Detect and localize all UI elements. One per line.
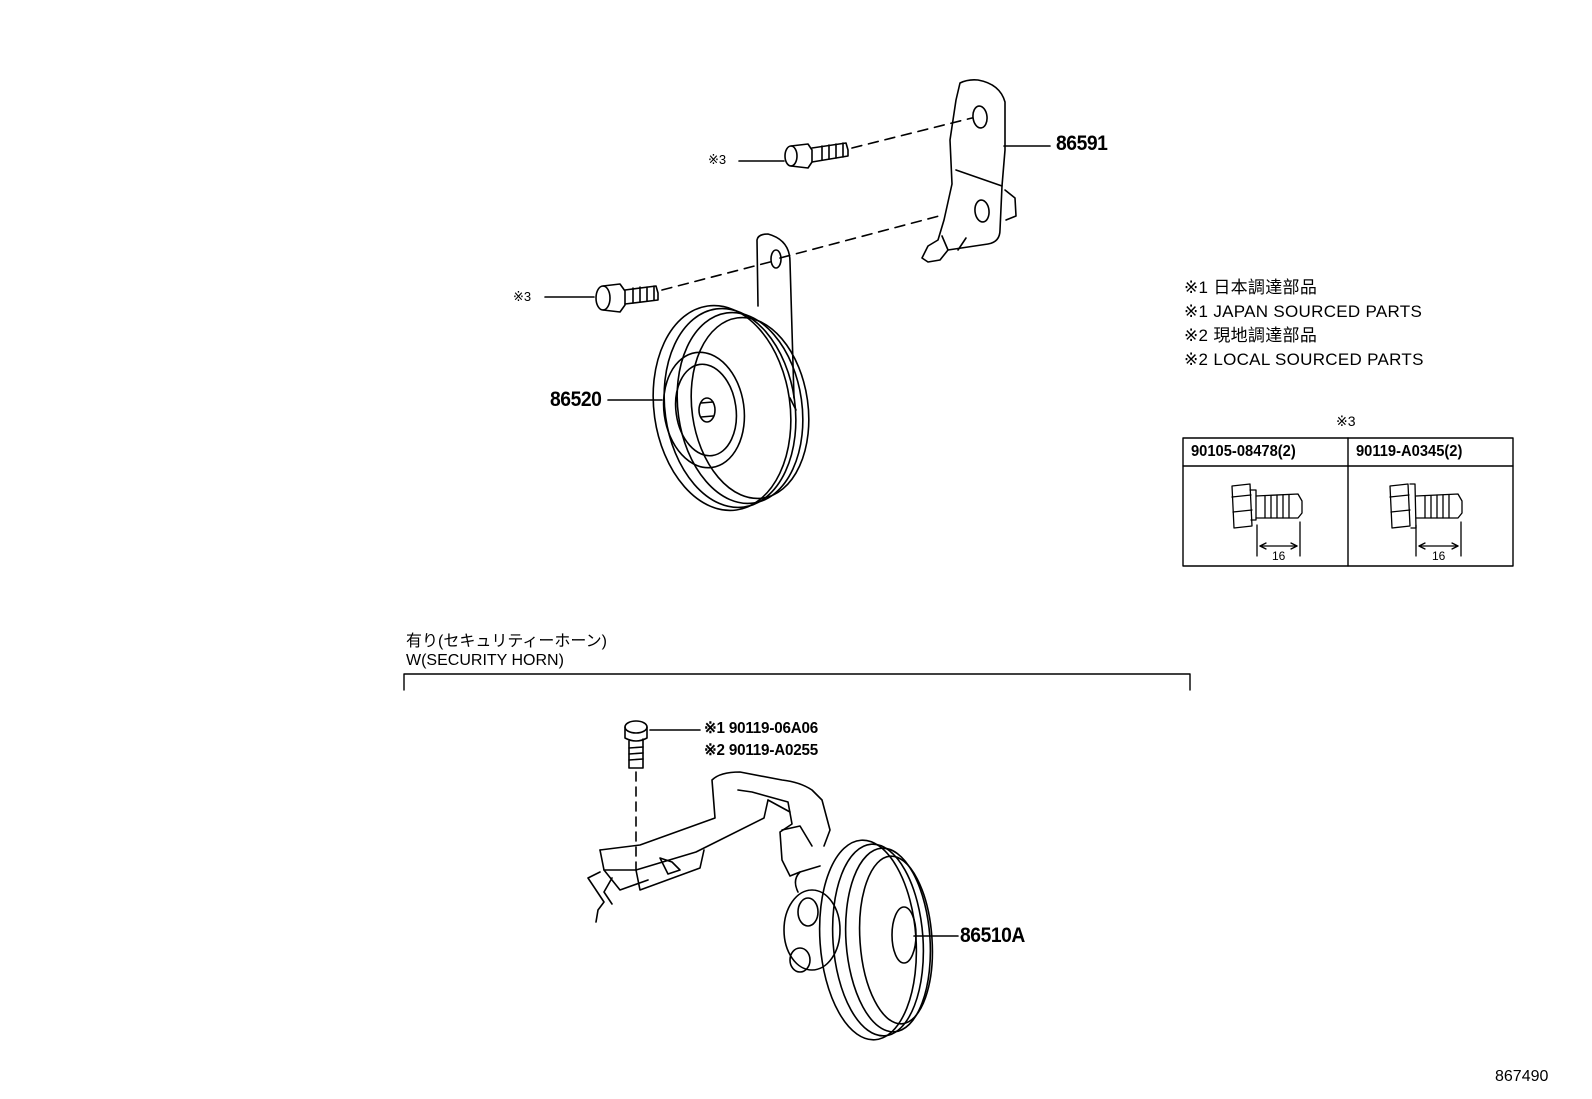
bolt-table-frame — [1182, 437, 1514, 567]
condition-jp: 有り(セキュリティーホーン) — [406, 633, 607, 650]
part-number-86510A[interactable]: 86510A — [960, 924, 1025, 947]
horn-86520-drawing — [652, 304, 810, 512]
security-bolt-ref-1[interactable]: ※1 90119-06A06 — [704, 720, 819, 737]
security-horn-condition: 有り(セキュリティーホーン) W(SECURITY HORN) — [406, 632, 607, 670]
security-horn-bracket-line — [403, 673, 1191, 691]
bolt-2-length: 16 — [1432, 549, 1446, 563]
security-bolt-drawing — [624, 720, 648, 769]
bolt-top-drawing — [784, 142, 849, 169]
bolt-table-col-1[interactable]: 90105-08478(2) — [1191, 443, 1296, 460]
bolt-table-title: ※3 — [1336, 413, 1356, 429]
bolt-ref-mid: ※3 — [513, 289, 532, 304]
security-bolt-ref-2[interactable]: ※2 90119-A0255 — [704, 742, 819, 759]
part-number-86520[interactable]: 86520 — [550, 388, 602, 411]
note-line-3: ※2 現地調達部品 — [1184, 326, 1318, 345]
diagram-id: 867490 — [1495, 1068, 1549, 1085]
table-bolt-1-drawing — [1231, 483, 1303, 557]
security-horn-86510A-drawing — [783, 839, 934, 1041]
note-line-4: ※2 LOCAL SOURCED PARTS — [1184, 350, 1424, 369]
security-bolt-refs: ※1 90119-06A06 ※2 90119-A0255 — [704, 718, 818, 762]
condition-en: W(SECURITY HORN) — [406, 652, 564, 669]
table-bolt-2-drawing — [1389, 483, 1463, 557]
note-line-1: ※1 日本調達部品 — [1184, 278, 1318, 297]
horn-bracket-drawing — [756, 233, 795, 399]
note-line-2: ※1 JAPAN SOURCED PARTS — [1184, 302, 1423, 321]
part-number-86591[interactable]: 86591 — [1056, 132, 1108, 155]
security-horn-bracket-drawing — [587, 771, 831, 923]
bracket-86591-drawing — [921, 79, 1017, 263]
bolt-1-length: 16 — [1272, 549, 1286, 563]
bolt-mid-drawing — [595, 283, 659, 313]
bolt-ref-top: ※3 — [708, 152, 727, 167]
sourcing-notes: ※1 日本調達部品 ※1 JAPAN SOURCED PARTS ※2 現地調達… — [1184, 276, 1424, 372]
bolt-table-col-2[interactable]: 90119-A0345(2) — [1356, 443, 1463, 460]
